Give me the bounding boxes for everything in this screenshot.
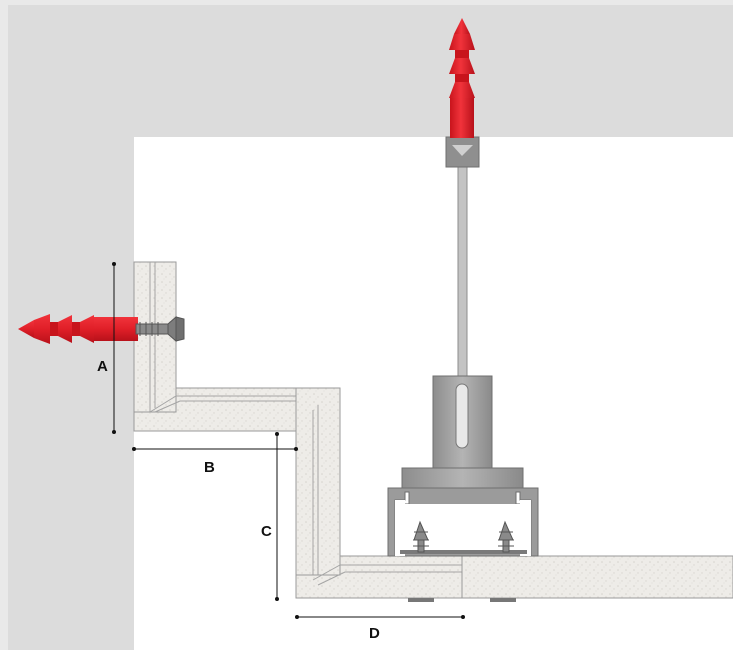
dimension-a: A — [97, 262, 116, 434]
dimension-b-label: B — [204, 459, 215, 476]
dimension-c: C — [261, 432, 279, 601]
drywall-screw-icon — [413, 520, 429, 553]
wood-screw-icon — [135, 315, 185, 343]
hanger-bracket — [401, 375, 524, 489]
dimension-d-label: D — [369, 625, 380, 642]
wall-anchor-icon — [18, 314, 138, 344]
dimension-a-label: A — [97, 358, 108, 375]
ceiling-bracket — [445, 136, 480, 168]
drywall-screw-icon — [498, 520, 514, 553]
dimension-b: B — [132, 447, 298, 476]
ceiling-channel — [387, 487, 539, 557]
dimension-d: D — [295, 615, 465, 642]
dimension-c-label: C — [261, 523, 272, 540]
ceiling-anchor-icon — [449, 18, 475, 138]
